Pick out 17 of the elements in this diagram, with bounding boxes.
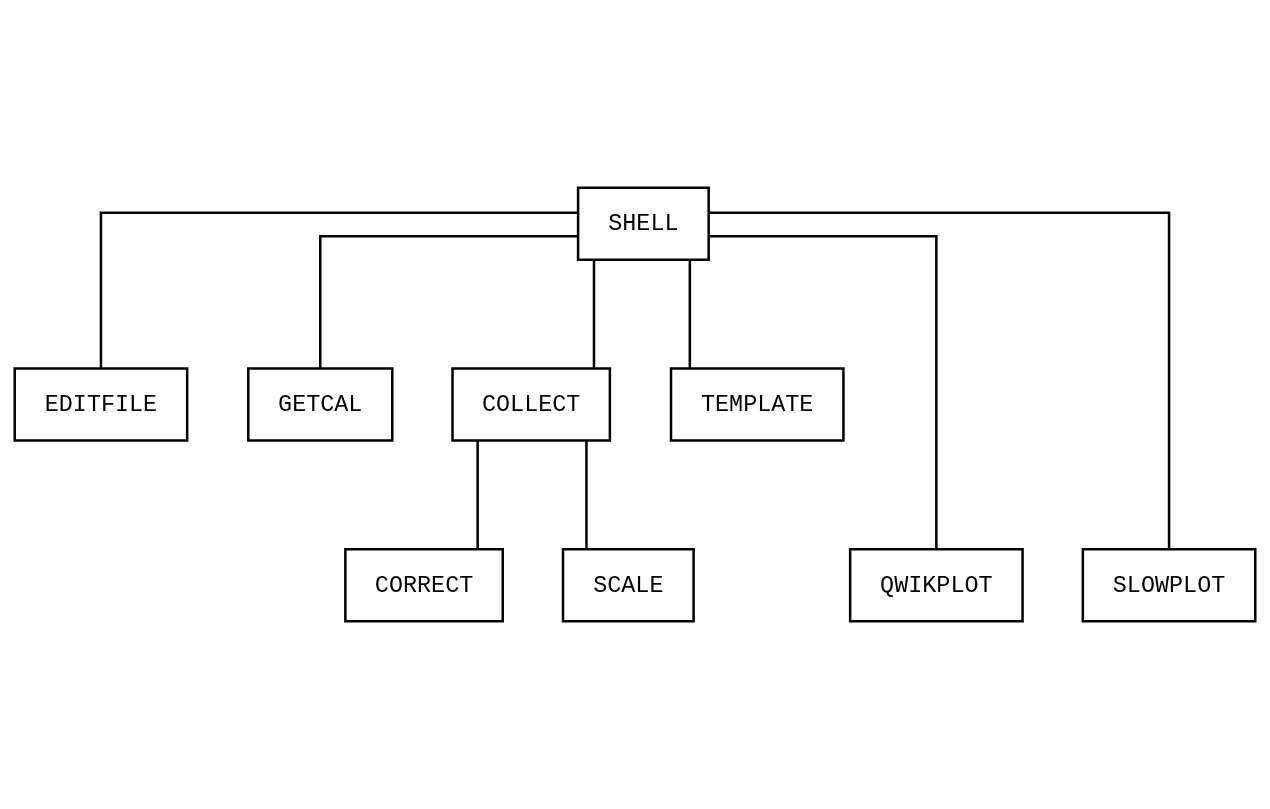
node-box: SHELL bbox=[576, 186, 710, 261]
connector bbox=[688, 259, 692, 369]
connector bbox=[592, 259, 596, 369]
node-box: GETCAL bbox=[247, 367, 394, 442]
node-box: CORRECT bbox=[344, 548, 504, 623]
connector bbox=[476, 440, 479, 550]
connector bbox=[99, 211, 578, 369]
node-box: SLOWPLOT bbox=[1081, 548, 1257, 623]
node-box: COLLECT bbox=[451, 367, 612, 442]
node-box: TEMPLATE bbox=[669, 367, 845, 442]
connector bbox=[319, 235, 578, 368]
connector bbox=[585, 440, 588, 550]
node-box: QWIKPLOT bbox=[848, 548, 1024, 623]
node-box: EDITFILE bbox=[13, 367, 189, 442]
connector bbox=[709, 235, 938, 550]
connector bbox=[708, 211, 1171, 549]
node-box: SCALE bbox=[561, 548, 695, 623]
